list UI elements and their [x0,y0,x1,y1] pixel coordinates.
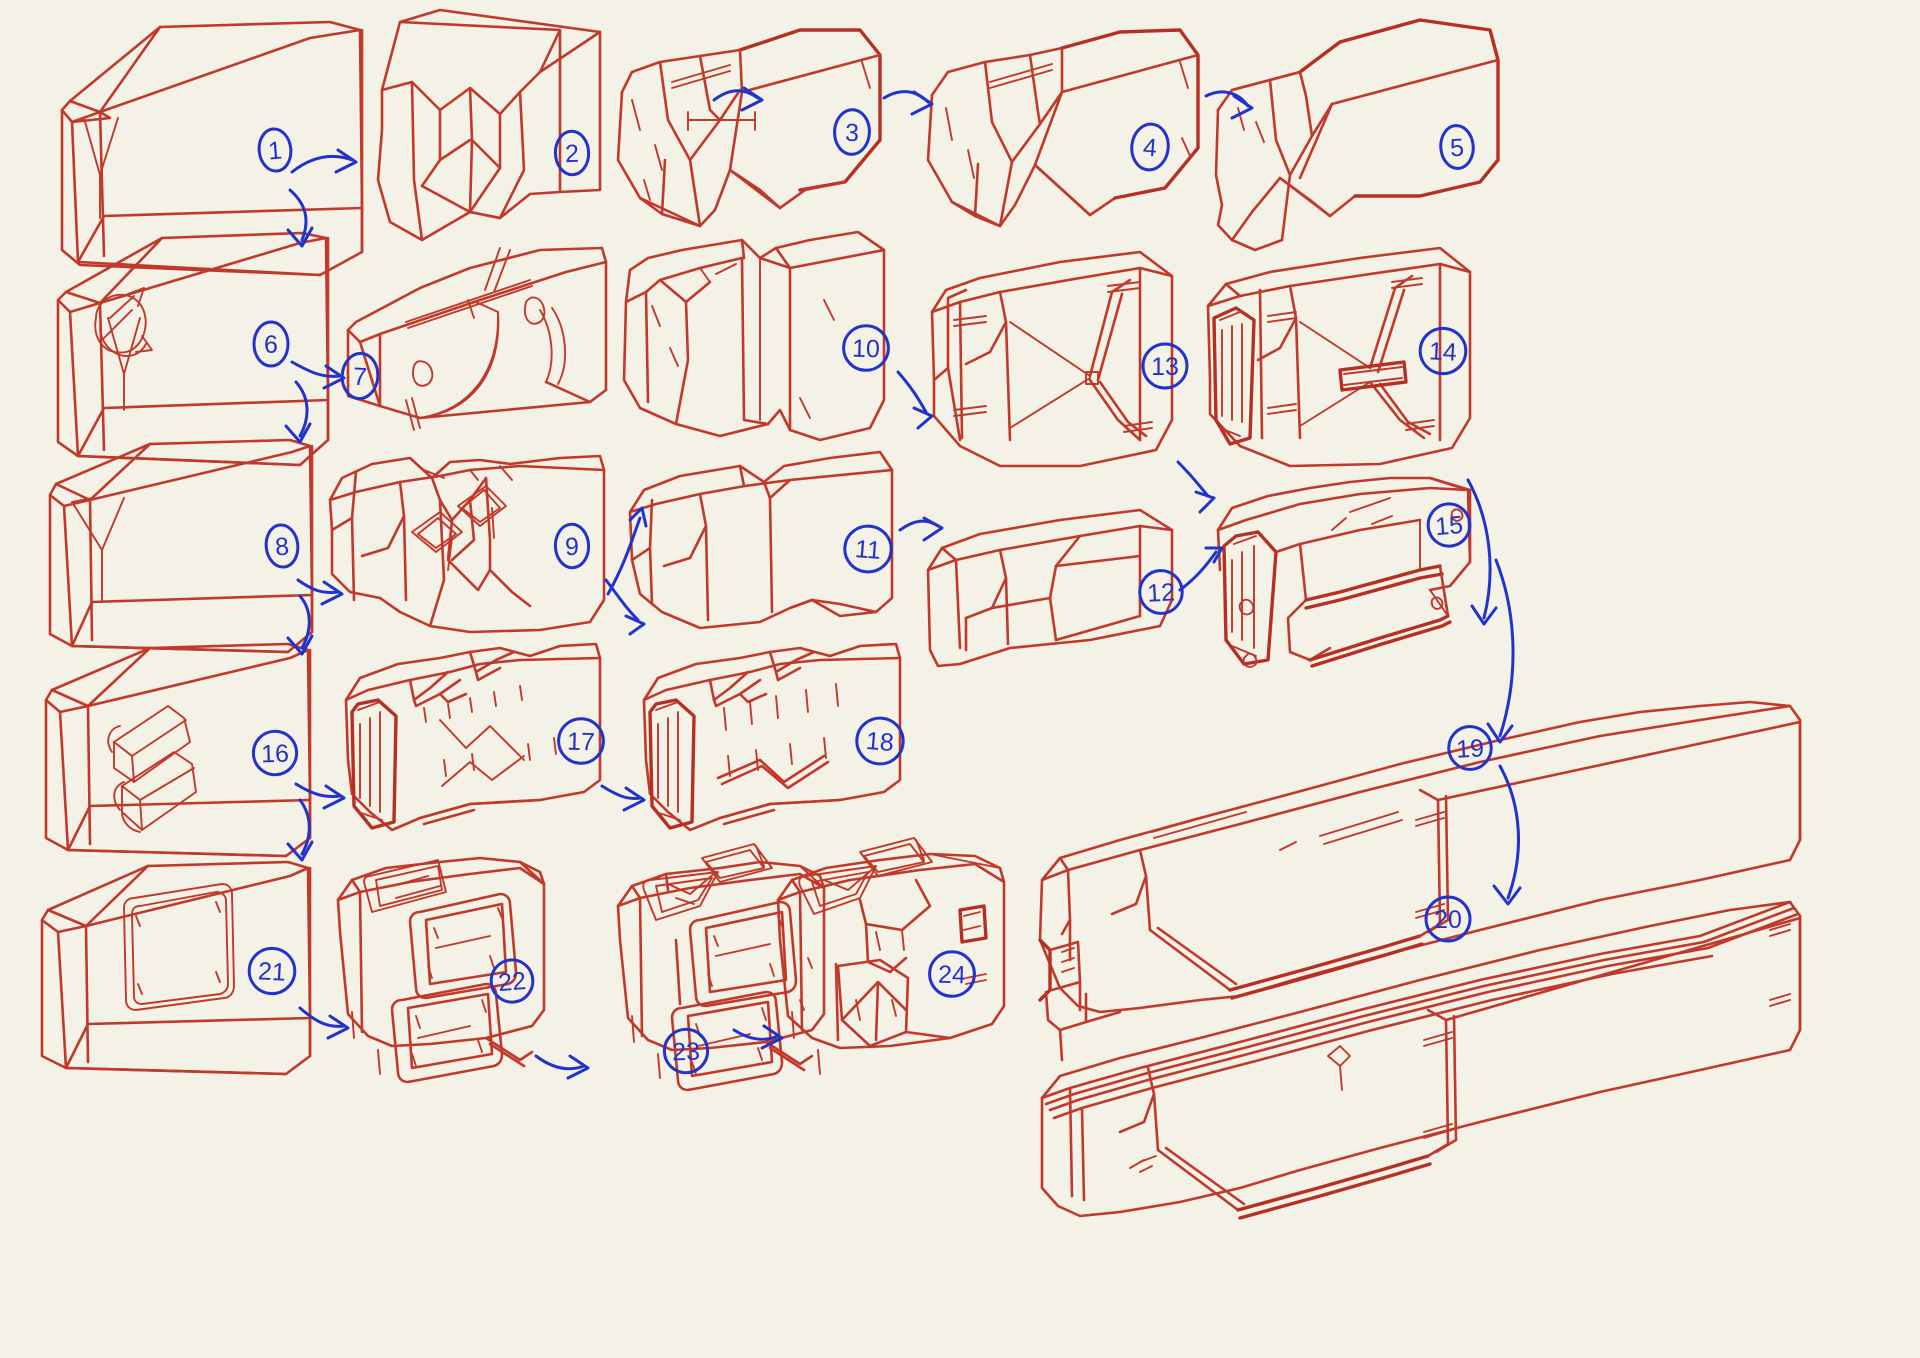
sketch-4 [926,28,1200,228]
step-badge-ring [662,1027,710,1075]
sketch-16 [44,642,312,858]
sketch-22 [336,856,546,1084]
sketch-7 [346,246,608,431]
step-badge-1[interactable]: 11 — Plain chamfered box, blank front fa… [257,127,293,173]
sketch-19 [1038,700,1802,1062]
sketch-13 [930,250,1174,468]
sketch-11 [628,450,894,630]
step-number-text: 19 [1455,734,1484,763]
step-badge-22[interactable]: 2222 — Two stacked plates plus top flap [489,958,535,1004]
step-badge-ring [251,729,299,777]
step-number-text: 23 [672,1038,701,1067]
step-number-text: 18 [865,727,895,757]
step-number-text: 12 [1146,578,1175,607]
step-badge-ring [1447,725,1493,771]
step-badge-21[interactable]: 2121 — Box with single rounded-corner pl… [247,946,297,996]
sketch-1 [60,20,364,277]
step-badge-23[interactable]: 2323 — Added upper arms and side tabs [662,1027,710,1075]
step-badge-ring [1138,569,1184,615]
step-badge-ring [833,108,871,156]
step-badge-17[interactable]: 1717 — Grille end with faceted top scoop… [557,717,605,765]
step-badge-ring [1424,895,1472,943]
step-badge-13[interactable]: 1313 — Recessed X-brace frame with clips [1141,342,1189,390]
sketch-21 [40,860,312,1076]
step-badge-ring [553,129,591,177]
step-number-text: 14 [1428,337,1457,366]
step-badge-14[interactable]: 1414 — Braced frame with grille insert [1418,326,1468,376]
step-badge-ring [1141,342,1189,390]
step-badge-4[interactable]: 44 — Softened wedge with double triangle… [1130,122,1171,172]
step-badge-3[interactable]: 33 — Deep angular wedge, slotted top [833,108,871,156]
step-badge-20[interactable]: 2020 — Flat ribbed panel with diagonal b… [1424,895,1472,943]
step-number-text: 7 [352,363,367,392]
sketch-8 [48,438,314,654]
sketch-10 [622,230,886,442]
step-badge-ring [489,958,535,1004]
step-number-text: 9 [565,533,580,561]
step-number-text: 15 [1434,511,1464,541]
step-badge-5[interactable]: 55 — Tall body with pointed skirt [1439,124,1475,170]
step-number-text: 3 [845,119,860,147]
step-badge-15[interactable]: 1515 — Rotated view with rail and end ca… [1426,502,1472,548]
step-number-text: 2 [565,140,580,168]
sketch-5 [1214,18,1500,252]
step-badge-9[interactable]: 99 — Faceted head with diamond vents [553,522,591,570]
step-badge-11[interactable]: 1111 — Single volume, notched lower edge [843,524,894,574]
sketch-18 [642,642,902,832]
step-number-text: 17 [567,728,596,757]
step-number-text: 11 [854,535,882,565]
step-badge-ring [557,717,605,765]
step-number-text: 13 [1151,353,1179,381]
step-badge-ring [553,522,591,570]
step-number-text: 16 [261,740,290,769]
step-badge-ring [928,950,976,998]
step-badge-ring [842,324,890,372]
step-badge-ring [247,946,297,996]
step-number-text: 8 [274,532,290,561]
step-badge-ring [855,716,905,766]
step-badge-ring [257,127,293,173]
step-badge-24[interactable]: 2424 — Final: folded arms, vents and bra… [928,950,976,998]
step-number-text: 1 [267,136,283,165]
step-badge-ring [252,320,290,368]
step-badge-18[interactable]: 1818 — Grille end with added side ribs [855,716,906,766]
step-number-text: 10 [852,335,881,364]
step-badge-ring [843,524,893,574]
step-badge-6[interactable]: 66 — Box with circular port and diagonal… [252,320,290,368]
step-badge-ring [1130,122,1170,172]
step-badge-2[interactable]: 22 — Faceted front with twin triangular … [553,129,591,177]
step-number-text: 5 [1449,134,1464,163]
step-number-text: 20 [1434,906,1462,934]
step-badge-7[interactable]: 77 — Box with arc cut-out and round boss… [340,351,380,401]
step-badge-10[interactable]: 1010 — Split two-volume stepped body [842,324,890,372]
step-badge-12[interactable]: 1212 — Hollow extruded channel section [1138,569,1184,615]
step-number-text: 24 [938,961,967,990]
flow-arrows [284,86,1522,1080]
step-number-text: 22 [497,967,527,997]
step-badge-ring [1439,124,1475,170]
sketch-9 [328,454,606,634]
step-number-text: 4 [1142,133,1158,162]
step-badge-16[interactable]: 1616 — Body with twin angled nozzle pads [251,729,299,777]
step-number-text: 6 [264,331,278,359]
step-badge-ring [340,351,380,401]
step-badge-19[interactable]: 1919 — Elongated bracket with stepped fo… [1447,725,1493,771]
sketch-12 [926,508,1174,668]
step-badge-ring [264,523,300,569]
step-number-text: 21 [257,957,286,986]
sketch-24 [776,837,1006,1075]
sketch-14 [1206,246,1472,468]
sketch-15 [1216,476,1472,668]
sketch-17 [344,642,602,832]
sketch-20 [1040,900,1802,1220]
step-badge-8[interactable]: 88 — Long chamfered body, plain face [264,523,300,569]
step-badge-ring [1426,502,1472,548]
step-badge-ring [1418,326,1468,376]
sketch-2 [376,8,602,242]
